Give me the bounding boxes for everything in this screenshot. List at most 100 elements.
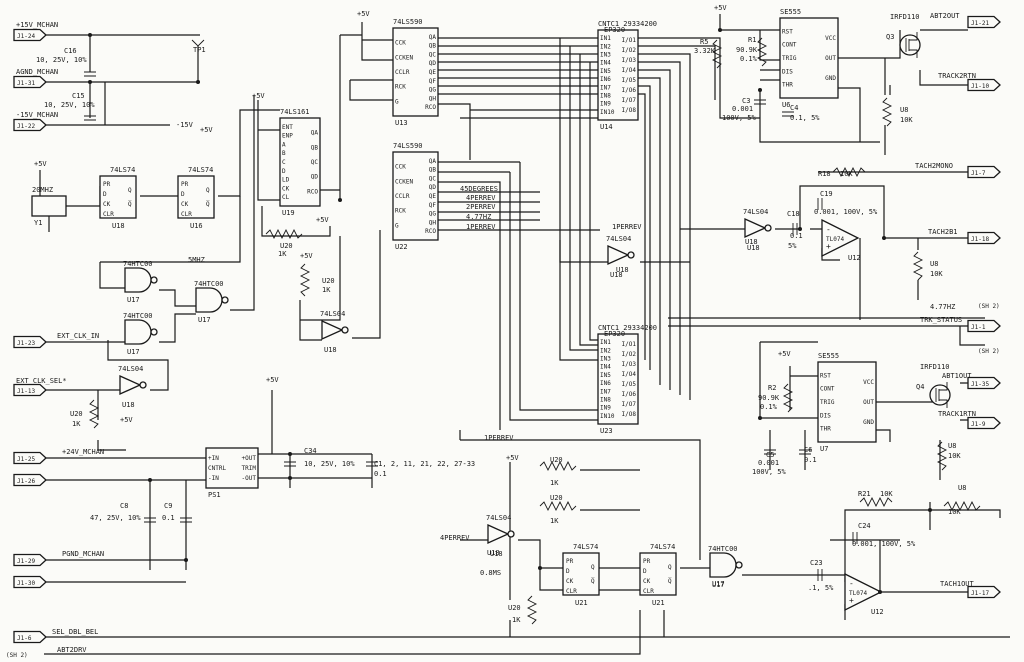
component-label: U20: [280, 242, 293, 250]
connector-shape: [967, 585, 1001, 599]
chip-pin-right: +OUT: [242, 455, 257, 462]
connector-j121: J1-21: [967, 15, 1001, 29]
net-label: +5V: [300, 252, 313, 260]
component-label: 1K: [550, 479, 559, 487]
connector-shape: [13, 575, 47, 589]
chip-pin-left: RCK: [395, 84, 406, 91]
buffer-bubble: [139, 381, 147, 389]
component-label: 0.001: [758, 459, 779, 467]
buffer-body: [607, 244, 630, 266]
chip-pin-right: QA: [429, 34, 437, 41]
component-label: 1K: [278, 250, 287, 258]
chip-pin-right: RCO: [307, 188, 318, 195]
connector-j113: J1-13: [13, 383, 47, 397]
chip-body: [392, 151, 439, 241]
gate-ref: U18: [122, 401, 135, 409]
gate-ref: U17: [712, 581, 725, 589]
chip-pin-right: QH: [429, 219, 437, 226]
flipflop-pin: Q̅: [591, 578, 595, 585]
net-label: +5V: [120, 416, 133, 424]
connector-label: J1-18: [971, 236, 989, 243]
connector-shape: [13, 630, 47, 644]
flipflop-pin: Q: [206, 187, 210, 194]
chip-pin-left: LD: [282, 177, 290, 184]
net-label: EXT_CLK_IN: [57, 332, 99, 340]
component-label: 0.1: [162, 514, 175, 522]
chip-pin-right: I/O7: [622, 97, 637, 104]
component-label: 10K: [900, 116, 913, 124]
net-label: +5V: [778, 350, 791, 358]
component-label: 10K: [930, 270, 943, 278]
chip-title: SE555: [780, 8, 801, 16]
component-label: C6: [804, 446, 812, 454]
nand-bubble: [150, 328, 158, 336]
net-label: +5V: [266, 376, 279, 384]
connector-label: J1-26: [17, 478, 35, 485]
ref-label: U17: [712, 580, 725, 588]
component-label: C1, 2, 11, 21, 22, 27-33: [374, 460, 475, 468]
chip-u14: CNTC1 29334200EP320U14IN1IN2IN3IN4IN5IN6…: [597, 20, 657, 131]
connector-j122: J1-22: [13, 118, 47, 132]
flipflop-pin: D: [103, 191, 107, 198]
chip-title: CNTC1 29334200: [598, 20, 657, 28]
buffer-body: [744, 217, 767, 239]
component-label: C19: [820, 190, 833, 198]
flipflop-ref: U18: [112, 222, 125, 230]
net-label: -15V_MCHAN: [16, 111, 58, 119]
net-label: 5MHZ: [188, 256, 205, 264]
net-label: 4.77HZ: [466, 213, 491, 221]
chip-pin-left: CCKEN: [395, 178, 413, 185]
net-label: +5V: [252, 92, 265, 100]
chip-pin-right: QC: [311, 159, 319, 166]
chip-pin-left: IN7: [600, 388, 611, 395]
chip-ref: U14: [600, 123, 613, 131]
chip-pin-left: CCLR: [395, 69, 410, 76]
gate-title: 74HTC00: [123, 260, 153, 268]
buffer-bubble: [507, 530, 515, 538]
transistor-title: IRFD110: [890, 13, 920, 21]
connector-label: (SH 2): [6, 652, 28, 659]
chip-pin-left: D: [282, 168, 286, 175]
chip-ref: U23: [600, 427, 613, 435]
component-label: 10K: [948, 508, 961, 516]
connector-j123: J1-23: [13, 335, 47, 349]
chip-pin-right: -OUT: [242, 475, 257, 482]
flipflop-ref: U21: [575, 599, 588, 607]
transistor-ref: Q3: [886, 33, 894, 41]
opamp-title: TL074: [826, 236, 844, 243]
chip-pin-left: CCKEN: [395, 54, 413, 61]
connector-label: (SH 2): [978, 303, 1000, 310]
chip-pin-right: QH: [429, 95, 437, 102]
nand-body: [195, 287, 223, 313]
net-label: -15V: [176, 121, 194, 129]
chip-pin-left: IN10: [600, 109, 615, 116]
net-label: SEL_DBL_BEL: [52, 628, 98, 636]
connector-shape: [967, 78, 1001, 92]
connector-shape: [967, 319, 1001, 333]
chip-pin-right: I/O7: [622, 401, 637, 408]
chip-pin-right: I/O5: [622, 381, 637, 388]
chip-pin-left: IN6: [600, 380, 611, 387]
ref-label: U18: [487, 549, 500, 557]
connector-sh2l: (SH 2): [6, 652, 28, 659]
component-label: 0.001, 100V, 5%: [852, 540, 916, 548]
component-label: 10, 25V, 10%: [304, 460, 355, 468]
chip-pin-right: QC: [429, 51, 437, 58]
connector-j19: J1-9: [967, 416, 1001, 430]
nand-body: [124, 267, 152, 293]
flipflop-pin: Q: [668, 564, 672, 571]
gate-title: 74HTC00: [194, 280, 224, 288]
chip-title: SE555: [818, 352, 839, 360]
flipflop-pin: PR: [181, 181, 189, 188]
connector-j11: J1-1: [967, 319, 1001, 333]
flipflop-title: 74LS74: [573, 543, 598, 551]
chip-pin-right: I/O8: [622, 411, 637, 418]
gate-title: 74LS04: [606, 235, 631, 243]
nand-bubble: [735, 561, 743, 569]
chip-pin-right: QA: [429, 158, 437, 165]
